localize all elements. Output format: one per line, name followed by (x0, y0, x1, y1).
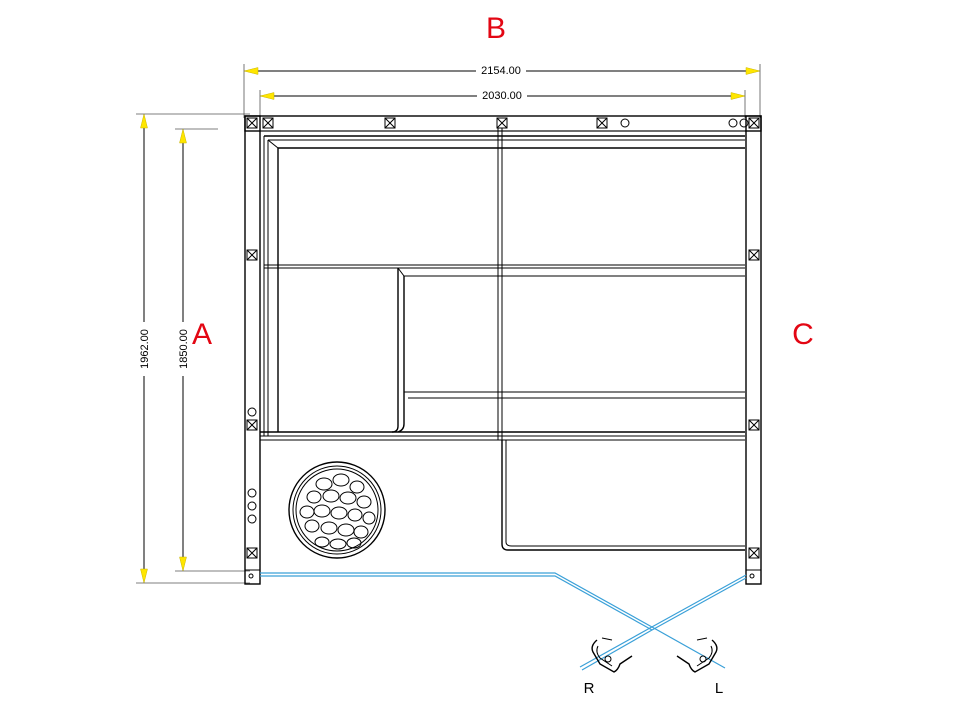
side-label-b: B (486, 12, 506, 45)
bench-middle (391, 267, 745, 433)
door-handle-right (591, 637, 633, 673)
outer-depth-value: 1962.00 (139, 329, 151, 369)
dimension-inner-width: 2030.00 (259, 88, 746, 118)
door-label-right: R (584, 680, 595, 697)
side-label-c: C (792, 318, 814, 351)
heater-stones (299, 473, 376, 550)
sauna-heater (288, 461, 386, 559)
dimension-outer-depth: 1962.00 (136, 113, 250, 584)
glass-front (260, 572, 747, 671)
outer-width-value: 2154.00 (481, 65, 521, 77)
bench-lower (260, 128, 745, 551)
side-label-a: A (192, 318, 212, 351)
inner-depth-value: 1850.00 (178, 329, 190, 369)
door-label-left: L (715, 680, 723, 697)
dimension-outer-width: 2154.00 (243, 63, 761, 118)
inner-width-value: 2030.00 (482, 90, 522, 102)
sauna-walls (244, 115, 762, 585)
door-handle-left (676, 637, 718, 673)
bench-upper (263, 135, 745, 436)
dimension-inner-depth: 1850.00 (175, 128, 250, 572)
